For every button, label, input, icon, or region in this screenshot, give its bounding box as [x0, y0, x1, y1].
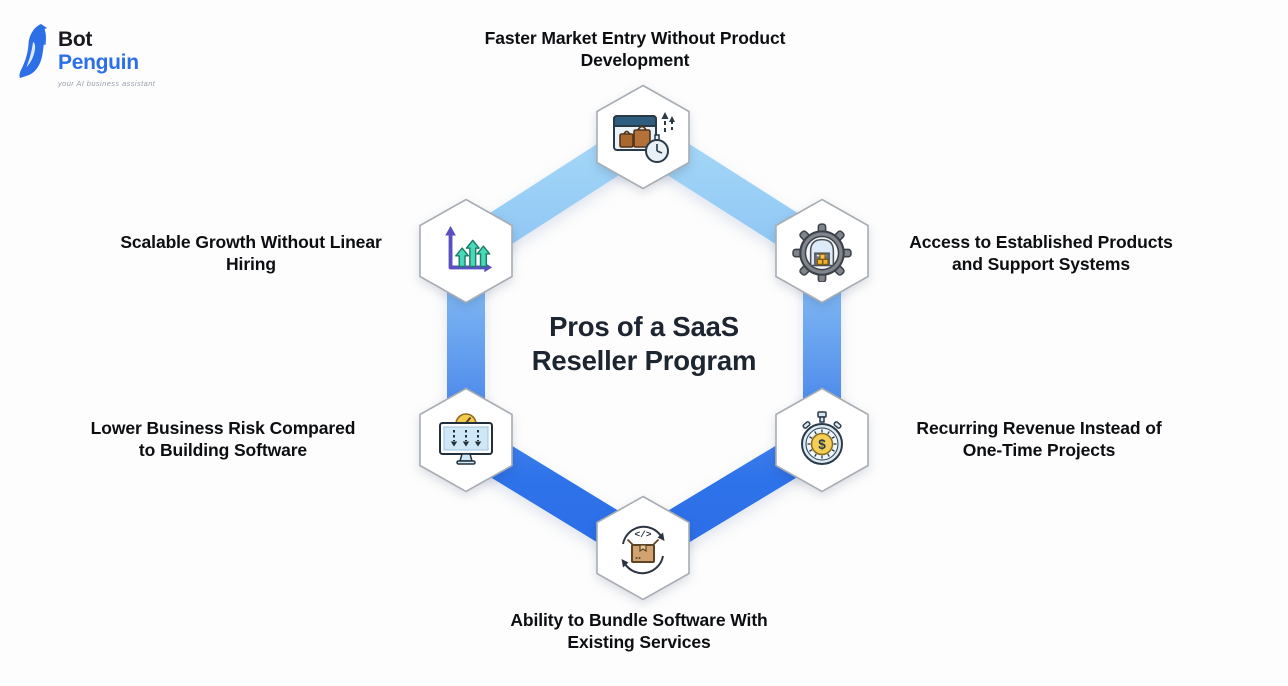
- botpenguin-logo: Bot Penguin your AI business assistant: [16, 22, 155, 88]
- brand-bot: Bot: [58, 28, 93, 51]
- brand-tagline: your AI business assistant: [58, 79, 156, 88]
- node-label-established-products: Access to Established Products and Suppo…: [909, 232, 1173, 274]
- node-label-bundle-software: Ability to Bundle Software With Existing…: [510, 610, 768, 652]
- hex-node-faster-market-entry: [595, 84, 691, 190]
- growth-bars-arrows-icon: [445, 225, 493, 273]
- monitor-download-gauge-icon: [439, 413, 493, 465]
- node-label-scalable-growth: Scalable Growth Without Linear Hiring: [120, 232, 382, 274]
- node-label-recurring-revenue: Recurring Revenue Instead of One-Time Pr…: [916, 418, 1162, 460]
- dollar-stopwatch-icon: $: [801, 411, 843, 465]
- market-entry-storefront-clock-icon: [613, 112, 675, 163]
- svg-text:</>: </>: [634, 529, 651, 540]
- brand-penguin: Penguin: [58, 51, 139, 74]
- node-label-faster-market-entry: Faster Market Entry Without Product Deve…: [484, 28, 786, 70]
- hex-node-scalable-growth: [418, 198, 514, 304]
- hex-node-bundle-software: </>: [595, 495, 691, 601]
- page-title: Pros of a SaaS Reseller Program: [444, 310, 844, 378]
- penguin-logo-icon: [19, 24, 47, 78]
- svg-text:$: $: [818, 437, 826, 452]
- hex-node-established-products: [774, 198, 870, 304]
- page-title-line2: Reseller Program: [531, 345, 757, 376]
- hexagon-tile: [419, 198, 513, 304]
- hex-node-lower-business-risk: [418, 387, 514, 493]
- gear-warehouse-icon: [792, 223, 852, 282]
- page-title-line1: Pros of a SaaS: [549, 311, 739, 342]
- hex-node-recurring-revenue: $: [774, 387, 870, 493]
- package-code-cycle-icon: </>: [621, 525, 665, 575]
- node-label-lower-business-risk: Lower Business Risk Compared to Building…: [90, 418, 356, 460]
